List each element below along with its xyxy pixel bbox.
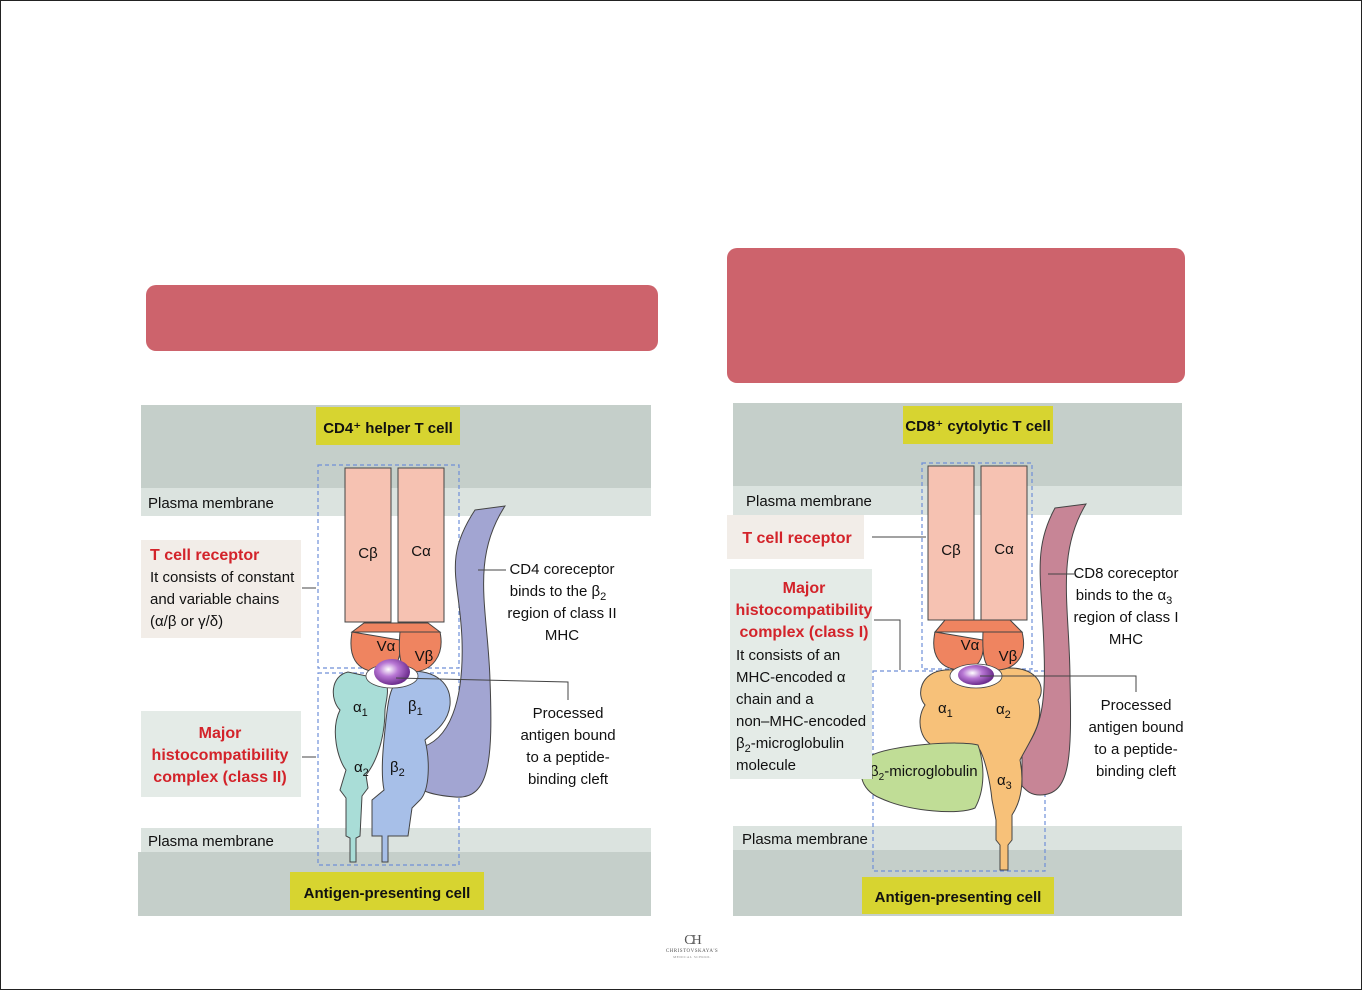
beta2-microglobulin: [860, 742, 984, 813]
t-cell-membrane-band: [141, 488, 651, 516]
logo-monogram: CH: [684, 933, 701, 948]
logo-sub: MEDICAL SCHOOL: [673, 955, 711, 959]
cd8-note-line4: MHC: [1109, 631, 1143, 648]
mhc-desc-line2: MHC-encoded α: [736, 669, 846, 686]
beta2-label: β2: [390, 759, 405, 779]
v-alpha-label: Vα: [377, 638, 396, 655]
mhc2-alpha-chain: [332, 671, 388, 863]
beta1-label: β1: [408, 698, 423, 718]
cd4-note-line1: CD4 coreceptor: [509, 561, 614, 578]
right-panel: CD8⁺ cytolytic T cell Plasma membrane Pl…: [727, 403, 1184, 916]
cd8-coreceptor: [1021, 503, 1087, 796]
c-alpha-label: Cα: [411, 543, 431, 560]
cd8-note-line1: CD8 coreceptor: [1073, 565, 1178, 582]
v-beta-label: Vβ: [999, 648, 1018, 665]
cd4-note-line4: MHC: [545, 627, 579, 644]
tcr-callout-box: [727, 515, 864, 559]
antigen-note-line1: Processed: [533, 705, 604, 722]
cell-title-box: [316, 407, 460, 445]
membrane-label-top: Plasma membrane: [746, 493, 872, 510]
membrane-label-bottom: Plasma membrane: [742, 831, 868, 848]
antigen-note-line4: binding cleft: [528, 771, 609, 788]
cd4-note-line3: region of class II: [507, 605, 616, 622]
mhc-heading-line3: complex (class I): [740, 624, 869, 641]
cell-title: CD8⁺ cytolytic T cell: [905, 418, 1050, 435]
mhc-desc-line6: molecule: [736, 757, 796, 774]
antigen-note-line3: to a peptide-: [526, 749, 609, 766]
apc-label-box: [862, 877, 1054, 914]
mhc-heading-line1: Major: [199, 725, 242, 742]
antigen-peptide: [958, 665, 994, 685]
v-beta-label: Vβ: [415, 648, 434, 665]
mhc2-beta-chain: [371, 670, 451, 863]
c-beta-label: Cβ: [941, 542, 961, 559]
mhc-desc-line5: β2-microglobulin: [736, 735, 844, 755]
right-title-banner: [727, 248, 1185, 383]
mhc-desc-line3: chain and a: [736, 691, 814, 708]
c-alpha-label: Cα: [994, 541, 1014, 558]
apc-label: Antigen-presenting cell: [875, 889, 1042, 906]
antigen-note-line2: antigen bound: [520, 727, 615, 744]
antigen-note-line3: to a peptide-: [1094, 741, 1177, 758]
tcr-heading: T cell receptor: [150, 547, 259, 564]
apc-membrane-band: [733, 826, 1182, 850]
mhc-callout-box: [141, 711, 301, 797]
tcr-heading: T cell receptor: [742, 530, 851, 547]
v-alpha-label: Vα: [961, 637, 980, 654]
tcr-desc-line1: It consists of constant: [150, 569, 295, 586]
alpha1-label: α1: [938, 700, 953, 720]
c-beta-label: Cβ: [358, 545, 378, 562]
left-panel: CD4⁺ helper T cell Plasma membrane Plasm…: [138, 405, 651, 916]
left-title-banner: [146, 285, 658, 351]
cell-title-box: [903, 406, 1053, 444]
b2m-label: β2-microglobulin: [870, 763, 978, 783]
mhc-heading-line2: histocompatibility: [152, 747, 289, 764]
antigen-note-line2: antigen bound: [1088, 719, 1183, 736]
alpha3-label: α3: [997, 772, 1012, 792]
cd4-note-line2: binds to the β2: [510, 583, 606, 603]
antigen-peptide: [374, 659, 410, 685]
c-beta-domain: [344, 467, 392, 623]
tcr-desc-line2: and variable chains: [150, 591, 279, 608]
apc-label-box: [290, 872, 484, 910]
tcr-callout-box: [141, 540, 301, 638]
antigen-note-line1: Processed: [1101, 697, 1172, 714]
apc-label: Antigen-presenting cell: [304, 885, 471, 902]
mhc1-alpha-chain: [919, 667, 1042, 871]
mhc-callout-box: [730, 569, 872, 779]
c-beta-domain: [927, 465, 975, 621]
mhc-desc-line1: It consists of an: [736, 647, 840, 664]
mhc-heading-line2: histocompatibility: [736, 602, 873, 619]
membrane-label-top: Plasma membrane: [148, 495, 274, 512]
c-alpha-domain: [980, 465, 1028, 621]
mhc-heading-line3: complex (class II): [153, 769, 286, 786]
cd8-note-line3: region of class I: [1073, 609, 1178, 626]
cd4-coreceptor: [417, 505, 507, 798]
logo-brand: CHRISTOVSKAYA'S: [665, 949, 719, 954]
footer-logo: CH CHRISTOVSKAYA'S MEDICAL SCHOOL: [664, 933, 720, 960]
cell-title: CD4⁺ helper T cell: [323, 420, 453, 437]
tcr-desc-line3: (α/β or γ/δ): [150, 613, 223, 630]
alpha2-label: α2: [996, 701, 1011, 721]
antigen-note-line4: binding cleft: [1096, 763, 1177, 780]
mhc-desc-line4: non–MHC-encoded: [736, 713, 866, 730]
alpha2-label: α2: [354, 759, 369, 779]
membrane-label-bottom: Plasma membrane: [148, 833, 274, 850]
cd8-note-line2: binds to the α3: [1076, 587, 1173, 607]
mhc-heading-line1: Major: [783, 580, 826, 597]
c-alpha-domain: [397, 467, 445, 623]
alpha1-label: α1: [353, 699, 368, 719]
